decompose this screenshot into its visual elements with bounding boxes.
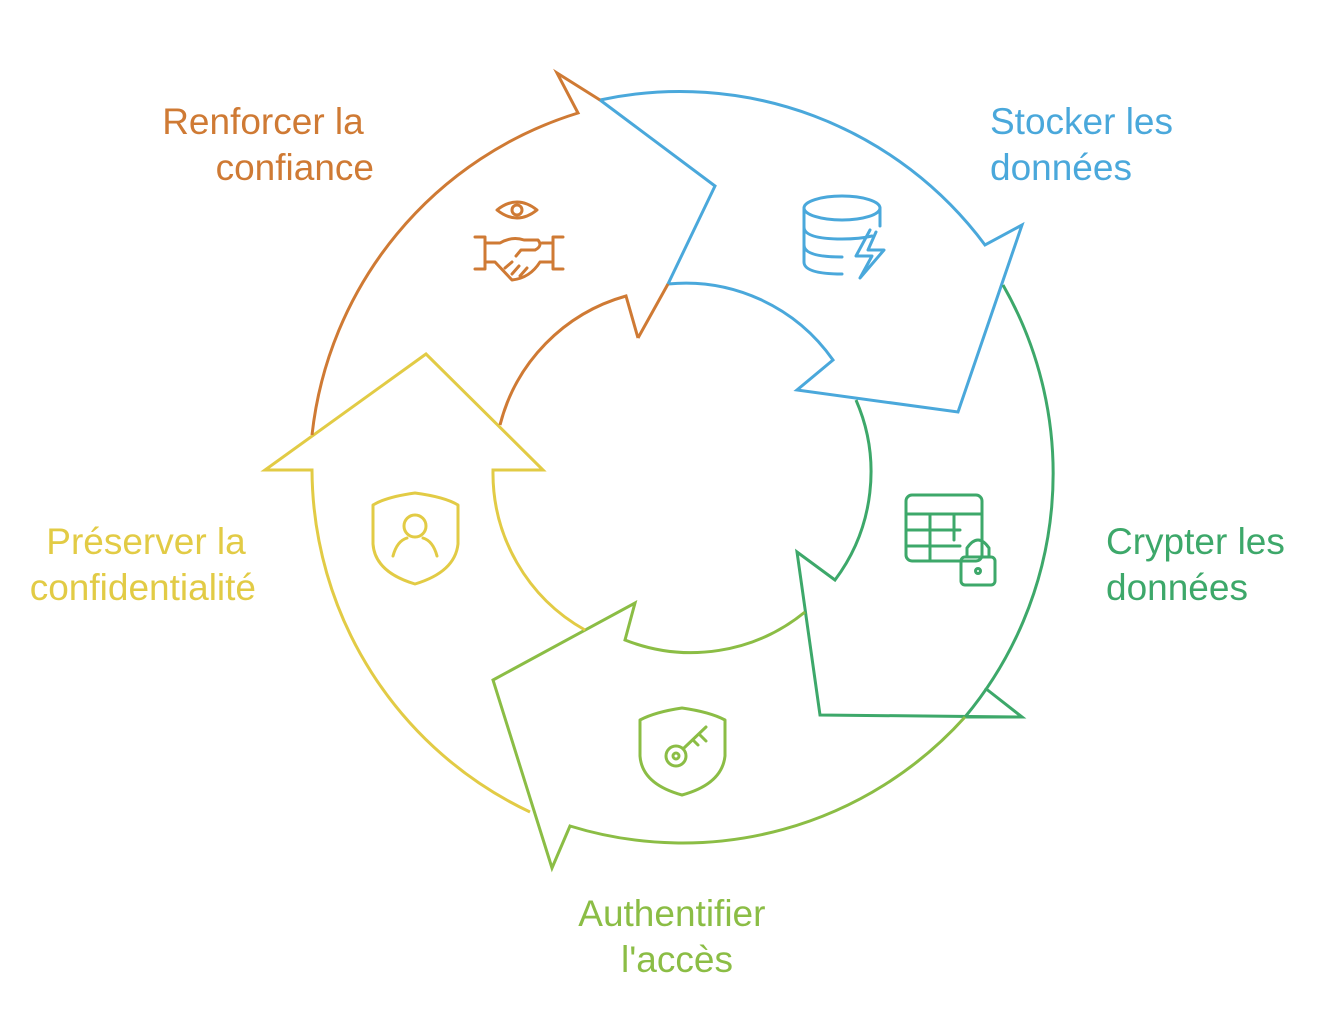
label-store-data-line2: données (990, 147, 1132, 188)
label-encrypt-data-line2: données (1106, 567, 1248, 608)
label-authenticate-access-line2: l'accès (621, 939, 733, 980)
label-preserve-privacy: Préserver la confidentialité (30, 521, 256, 608)
segment-encrypt-data (795, 284, 1055, 719)
label-preserve-privacy-line2: confidentialité (30, 567, 256, 608)
label-store-data: Stocker les données (990, 101, 1183, 188)
shield-key-icon (638, 706, 727, 797)
label-authenticate-access: Authentifier l'accès (578, 893, 775, 980)
segment-store-data (596, 90, 1025, 414)
segment-preserve-privacy (260, 352, 586, 814)
table-lock-icon (904, 493, 997, 587)
label-strengthen-trust-line1: Renforcer la (162, 101, 364, 142)
segment-strengthen-trust (310, 68, 670, 436)
label-encrypt-data: Crypter les données (1106, 521, 1295, 608)
database-bolt-icon (802, 194, 886, 280)
label-store-data-line1: Stocker les (990, 101, 1173, 142)
handshake-eye-icon (473, 200, 565, 282)
label-strengthen-trust: Renforcer la confiance (162, 101, 374, 188)
label-authenticate-access-line1: Authentifier (578, 893, 765, 934)
shield-user-icon (371, 491, 460, 586)
label-encrypt-data-line1: Crypter les (1106, 521, 1285, 562)
label-preserve-privacy-line1: Préserver la (46, 521, 246, 562)
label-strengthen-trust-line2: confiance (216, 147, 374, 188)
segment-authenticate-access (491, 600, 967, 873)
